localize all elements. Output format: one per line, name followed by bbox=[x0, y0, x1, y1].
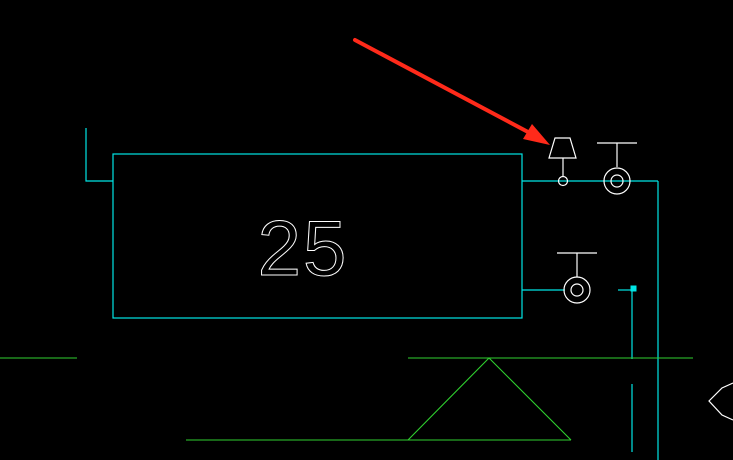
piping-layer bbox=[85, 128, 659, 460]
ground-layer bbox=[0, 357, 693, 441]
valve-icon[interactable] bbox=[597, 142, 637, 195]
inlet-pipe bbox=[85, 128, 113, 182]
reducer-icon[interactable] bbox=[548, 137, 577, 187]
support-triangle bbox=[407, 357, 572, 441]
tank-label: 25 bbox=[258, 204, 349, 292]
tank-outline[interactable] bbox=[112, 153, 523, 319]
square-node-icon[interactable] bbox=[630, 285, 637, 292]
symbol-layer bbox=[548, 137, 733, 421]
annotation-arrow bbox=[353, 38, 550, 145]
partial-arc-symbol bbox=[708, 382, 733, 421]
valve-icon[interactable] bbox=[557, 252, 597, 304]
